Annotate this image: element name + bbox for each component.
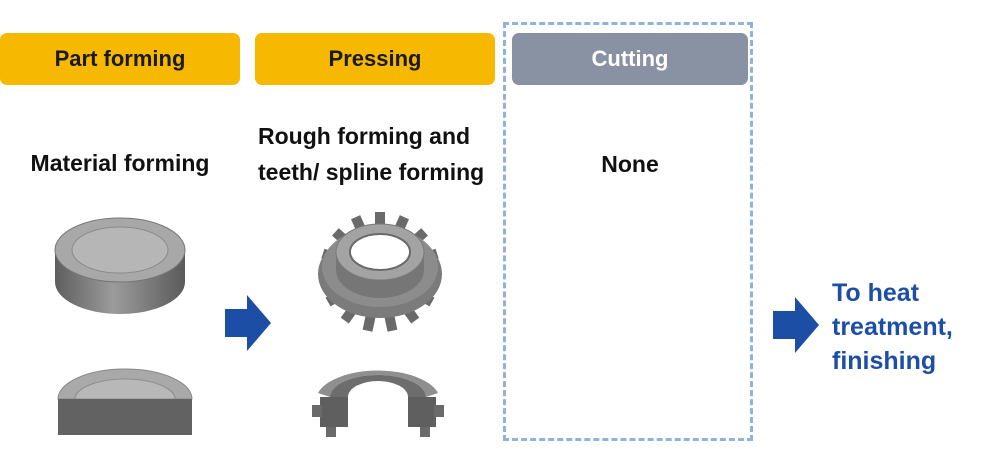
- cutting-stage-dashed-box: [503, 22, 753, 441]
- final-step-text: To heat treatment, finishing: [832, 276, 953, 378]
- caption-line: Material forming: [30, 150, 210, 176]
- right-arrow-icon: [773, 297, 819, 353]
- stage-header-cutting: Cutting: [512, 33, 748, 85]
- stage-caption-part-forming: Material forming: [0, 145, 240, 181]
- caption-line: teeth/ spline forming: [258, 159, 485, 185]
- sprocket-gear-icon: [318, 212, 442, 332]
- final-step-line: To heat: [832, 279, 920, 307]
- stage-caption-pressing: Rough forming and teeth/ spline forming: [248, 118, 508, 190]
- material-blank-icon: [54, 217, 186, 314]
- stage-header-pressing: Pressing: [255, 33, 495, 85]
- stage-header-part-forming: Part forming: [0, 33, 240, 85]
- caption-line: Rough forming and: [258, 123, 471, 149]
- stage-caption-cutting: None: [512, 146, 748, 182]
- caption-line: None: [601, 151, 659, 177]
- stage-header-label: Pressing: [328, 46, 422, 71]
- right-arrow-icon: [225, 295, 271, 351]
- sprocket-gear-section-icon: [312, 370, 444, 437]
- final-step-line: treatment,: [832, 313, 953, 341]
- stage-header-label: Part forming: [54, 46, 186, 71]
- material-blank-section-icon: [57, 368, 193, 435]
- stage-header-label: Cutting: [591, 46, 669, 71]
- final-step-line: finishing: [832, 347, 937, 375]
